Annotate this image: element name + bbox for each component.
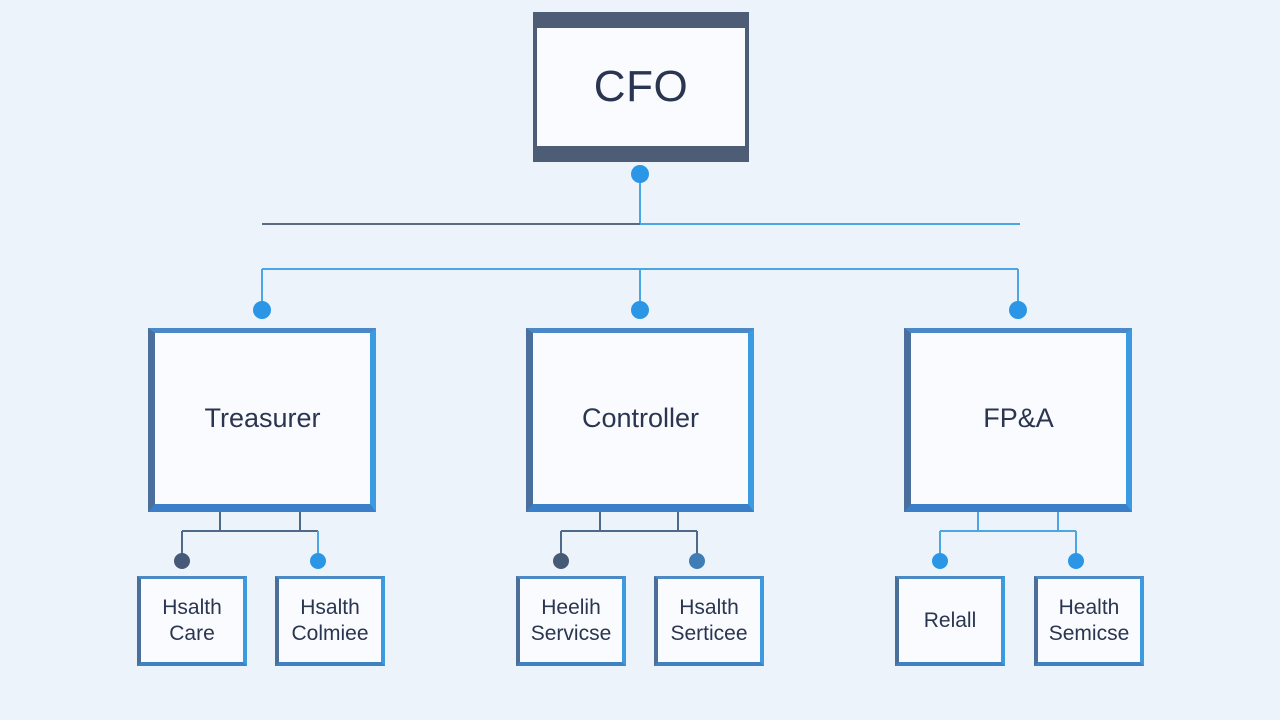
node-treasurer: Treasurer bbox=[148, 328, 376, 512]
unit-4-connector-dot bbox=[689, 553, 705, 569]
node-unit-2-label: Hsalth Colmiee bbox=[291, 595, 369, 645]
node-unit-3: Heelih Servicse bbox=[516, 576, 626, 666]
node-unit-5-label: Relall bbox=[923, 608, 977, 632]
unit-2-connector-dot bbox=[310, 553, 326, 569]
node-cfo: CFO bbox=[533, 12, 749, 162]
node-unit-1: Hsalth Care bbox=[137, 576, 247, 666]
node-treasurer-label: Treasurer bbox=[204, 403, 321, 433]
unit-1-connector-dot bbox=[174, 553, 190, 569]
root-connector-dot bbox=[631, 165, 649, 183]
unit-3-connector-dot bbox=[553, 553, 569, 569]
node-controller-label: Controller bbox=[581, 403, 700, 433]
node-unit-6: Health Semicse bbox=[1034, 576, 1144, 666]
unit-6-connector-dot bbox=[1068, 553, 1084, 569]
node-unit-6-label: Health Semicse bbox=[1048, 595, 1130, 645]
node-fpa: FP&A bbox=[904, 328, 1132, 512]
node-unit-1-label: Hsalth Care bbox=[162, 595, 222, 645]
treasurer-connector-dot bbox=[253, 301, 271, 319]
node-unit-2: Hsalth Colmiee bbox=[275, 576, 385, 666]
node-controller: Controller bbox=[526, 328, 754, 512]
unit-5-connector-dot bbox=[932, 553, 948, 569]
node-cfo-label: CFO bbox=[593, 62, 689, 111]
controller-connector-dot bbox=[631, 301, 649, 319]
node-unit-3-label: Heelih Servicse bbox=[530, 595, 612, 645]
node-unit-5: Relall bbox=[895, 576, 1005, 666]
node-unit-4: Hsalth Serticee bbox=[654, 576, 764, 666]
node-fpa-label: FP&A bbox=[983, 403, 1054, 433]
fpa-connector-dot bbox=[1009, 301, 1027, 319]
node-unit-4-label: Hsalth Serticee bbox=[670, 595, 748, 645]
